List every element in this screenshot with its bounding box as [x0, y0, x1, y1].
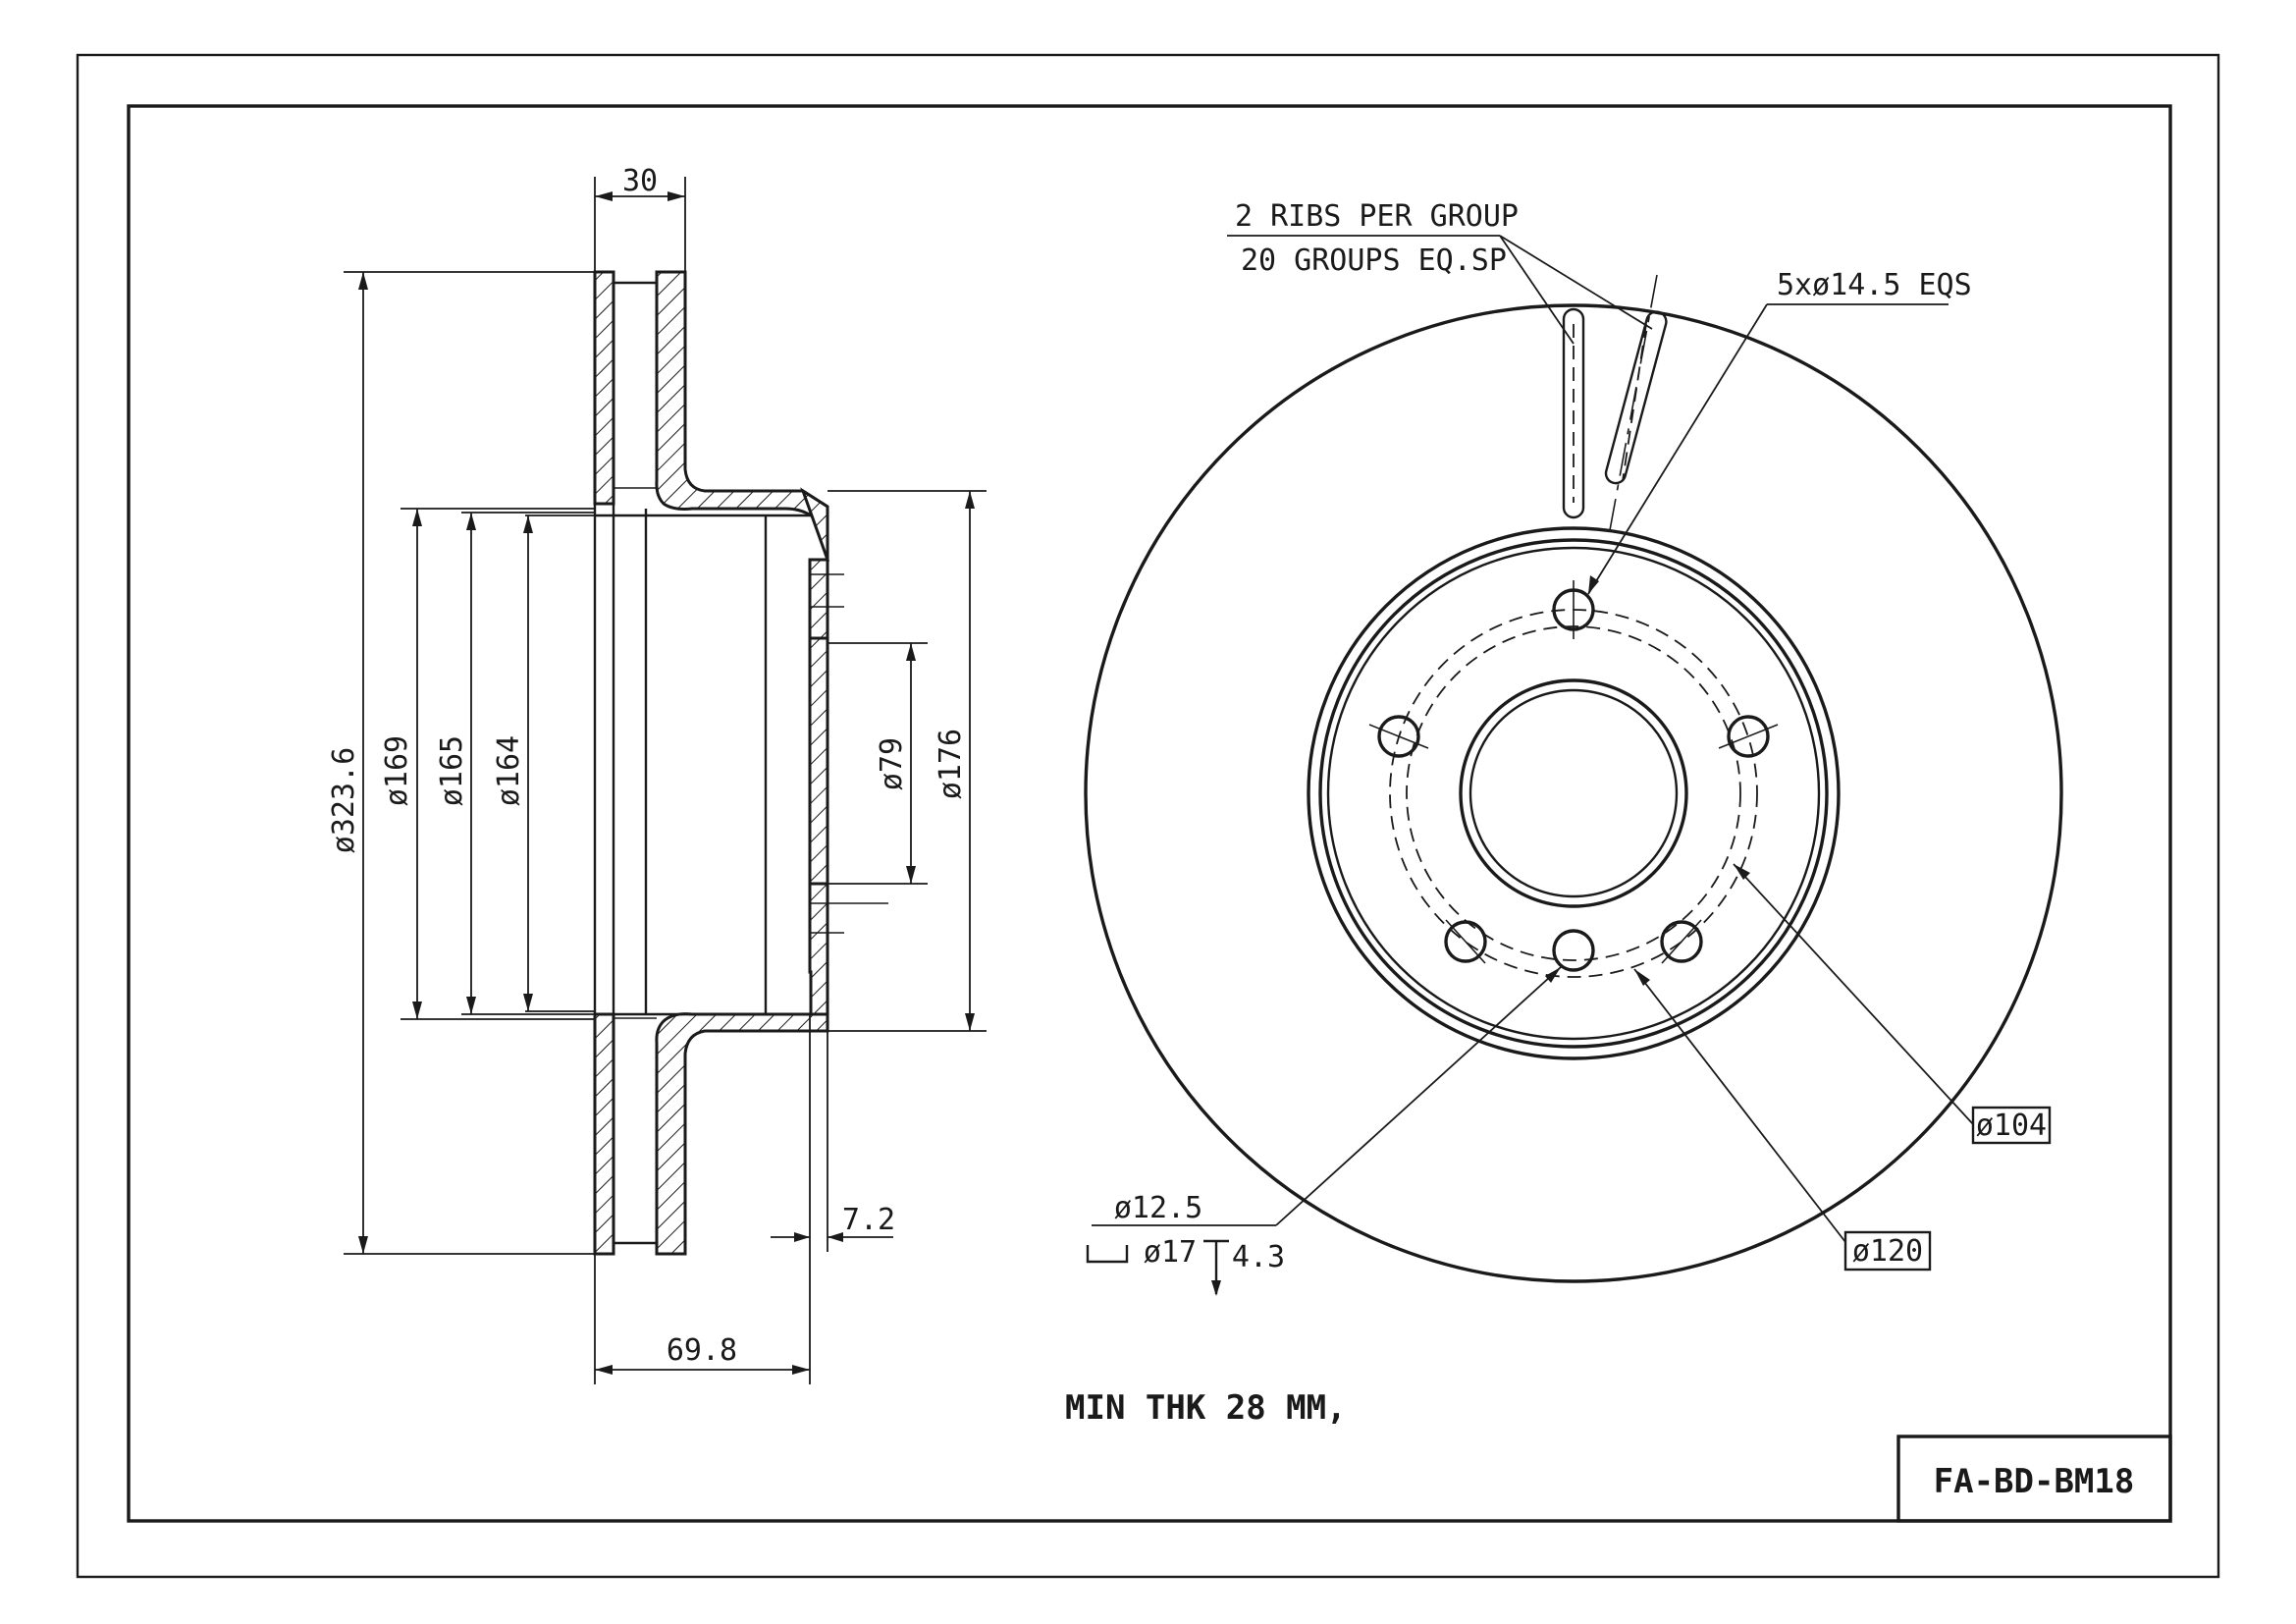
dim-dia-164: ø164 — [492, 735, 526, 806]
dim-height-69-8: 69.8 — [667, 1333, 737, 1368]
friction-plate-outer-bottom — [593, 1012, 615, 1256]
dim-dia-165: ø165 — [435, 735, 469, 806]
center-bore-inner — [1468, 688, 1679, 898]
front-view — [1084, 274, 2063, 1283]
min-thickness-note: MIN THK 28 MM, — [1065, 1388, 1347, 1428]
bolt-holes — [1368, 580, 1779, 972]
counterbore-symbol — [1086, 1245, 1129, 1264]
dim-dia-120: ø120 — [1852, 1234, 1923, 1269]
rib-slot-1 — [1562, 307, 1585, 519]
section-dimensions: 30 ø323.6 ø169 ø165 ø164 — [327, 164, 987, 1384]
rib-slot-2 — [1604, 310, 1668, 485]
counterbore-dia: ø17 — [1144, 1235, 1197, 1270]
section-view — [593, 270, 888, 1256]
counterbore-depth: 4.3 — [1232, 1240, 1285, 1274]
dim-dia-104-box — [1971, 1106, 2052, 1145]
dim-dia-176: ø176 — [934, 729, 968, 799]
dim-dia-169: ø169 — [380, 735, 414, 806]
pcd-104-circle — [1406, 625, 1741, 961]
bolt-holes-note: 5xø14.5 EQS — [1777, 268, 1972, 302]
bolt-hole — [1552, 929, 1595, 972]
dim-dia-323-6: ø323.6 — [327, 747, 361, 853]
outer-border — [76, 53, 2220, 1579]
ribs-note-line1: 2 RIBS PER GROUP — [1235, 199, 1519, 234]
dim-offset-7-2: 7.2 — [842, 1203, 895, 1237]
part-number: FA-BD-BM18 — [1934, 1462, 2135, 1501]
bolt-hole — [1727, 715, 1770, 758]
dim-dia-120-box — [1843, 1230, 1932, 1272]
inner-border — [127, 104, 2172, 1523]
friction-plate-inner-bottom — [655, 1012, 829, 1256]
hat-inner-circle — [1326, 546, 1821, 1041]
hat-outer-circle — [1307, 526, 1841, 1060]
dim-dia-79: ø79 — [875, 737, 909, 790]
front-annotations: 2 RIBS PER GROUP 20 GROUPS EQ.SP 5xø14.5… — [1086, 199, 2052, 1296]
pcd-120-circle — [1389, 609, 1758, 978]
dim-dia-104: ø104 — [1976, 1109, 2047, 1143]
hat-step-circle — [1318, 538, 1829, 1049]
friction-plate-inner-top — [655, 270, 829, 517]
dim-dia-12-5: ø12.5 — [1114, 1191, 1202, 1225]
center-bore-outer — [1459, 678, 1688, 908]
friction-plate-outer-top — [593, 270, 615, 506]
hat-face — [808, 636, 829, 886]
disc-outer-circle — [1084, 303, 2063, 1283]
bolt-hole — [1444, 920, 1487, 963]
dim-width-30: 30 — [622, 164, 658, 198]
bolt-hole — [1660, 920, 1703, 963]
title-block — [1896, 1435, 2172, 1523]
bolt-hole — [1377, 715, 1420, 758]
ribs-note-line2: 20 GROUPS EQ.SP — [1241, 244, 1507, 278]
